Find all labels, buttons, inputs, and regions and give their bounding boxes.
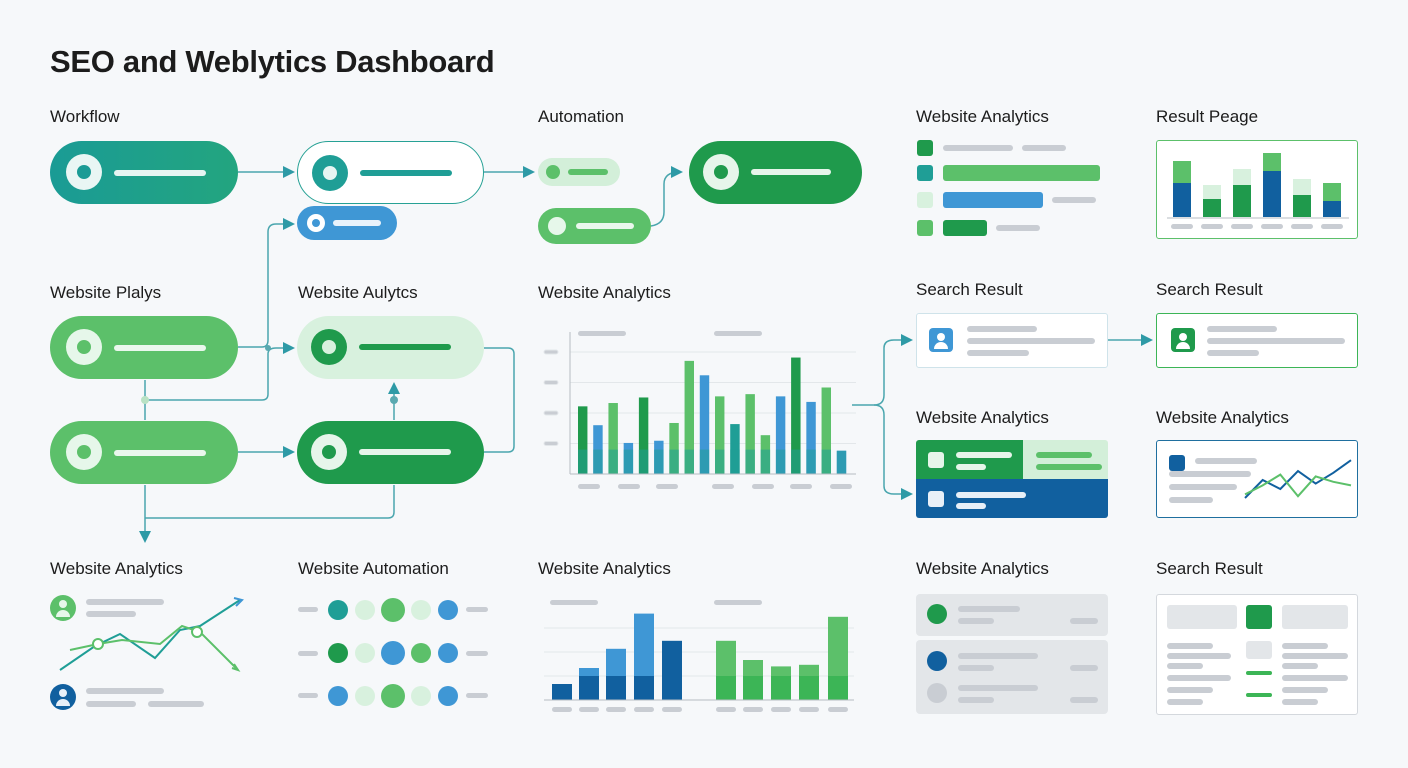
section-label-search-result-grid: Search Result (1156, 559, 1263, 578)
chart-bar (791, 357, 801, 474)
connector-line (852, 334, 913, 406)
user-icon (1171, 328, 1195, 352)
chart-bar (775, 396, 786, 474)
analytics-line-chart (1244, 459, 1352, 499)
section-label-website-analytics-line: Website Analytics (1156, 408, 1289, 427)
analytics-split-card[interactable] (916, 440, 1108, 518)
chart-bar (578, 406, 588, 474)
website-aulytcs-node[interactable] (297, 316, 484, 379)
chart-bar (608, 403, 618, 474)
workflow-node-small[interactable] (297, 206, 397, 240)
search-result-card[interactable] (916, 313, 1108, 368)
section-label-result-peage: Result Peage (1156, 107, 1259, 126)
bottom-line-chart (59, 597, 244, 672)
page-title: SEO and Weblytics Dashboard (50, 44, 495, 79)
website-plalys-node[interactable] (50, 316, 238, 379)
website-analytics-bottom-bar-chart (544, 600, 854, 712)
chart-bar (638, 397, 649, 474)
section-label-search-result: Search Result (1156, 280, 1263, 299)
result-page-card[interactable] (1156, 140, 1358, 239)
section-label-website-aulytcs: Website Aulytcs (298, 283, 418, 302)
chart-bar (745, 394, 755, 474)
circle-dot-icon (312, 155, 348, 191)
chart-bar (669, 422, 679, 474)
workflow-node[interactable] (50, 141, 238, 204)
circle-dot-icon (703, 154, 739, 190)
circle-dot-icon (66, 329, 102, 365)
user-icon (50, 684, 76, 710)
search-result-grid-card[interactable] (1156, 594, 1358, 715)
connector-line (484, 347, 515, 453)
chart-bar (821, 387, 831, 474)
user-icon (50, 595, 76, 621)
automation-node-main[interactable] (689, 141, 862, 204)
chart-bar (730, 424, 740, 474)
result-mini-bars (1167, 153, 1349, 229)
section-label-website-plalys: Website Plalys (50, 283, 162, 302)
section-label-workflow: Workflow (50, 107, 120, 126)
circle-dot-icon (66, 154, 102, 190)
workflow-node[interactable] (50, 421, 238, 484)
section-label-website-automation: Website Automation (298, 559, 449, 578)
search-result-card[interactable] (1156, 313, 1358, 368)
section-label-website-analytics: Website Analytics (916, 107, 1049, 126)
section-label-website-analytics-bottom-chart: Website Analytics (538, 559, 671, 578)
section-label-search-result: Search Result (916, 280, 1023, 299)
section-label-automation: Automation (538, 107, 624, 126)
connector-line (145, 485, 395, 519)
automation-node-small[interactable] (538, 158, 620, 186)
website-automation-dots (298, 598, 488, 708)
circle-dot-icon (311, 434, 347, 470)
chart-bar (684, 360, 694, 474)
circle-dot-icon (66, 434, 102, 470)
website-analytics-bar-chart (543, 331, 856, 489)
chart-bar (806, 401, 816, 474)
connector-line (238, 218, 295, 348)
analytics-list-card[interactable] (916, 640, 1108, 714)
analytics-line-card[interactable] (1156, 440, 1358, 518)
user-icon (929, 328, 953, 352)
connector-line (650, 166, 683, 227)
section-label-website-analytics-list: Website Analytics (916, 559, 1049, 578)
connector-line (873, 404, 913, 500)
section-label-website-analytics-chart: Website Analytics (538, 283, 671, 302)
circle-dot-icon (311, 329, 347, 365)
line-series (1244, 459, 1352, 499)
section-label-website-analytics-split: Website Analytics (916, 408, 1049, 427)
chart-bar (715, 396, 725, 474)
chart-bar (699, 375, 710, 474)
connector-line (145, 342, 295, 401)
section-label-website-analytics-bottom: Website Analytics (50, 559, 183, 578)
workflow-node[interactable] (297, 141, 484, 204)
line-series (1244, 473, 1352, 498)
analytics-list-card[interactable] (916, 594, 1108, 636)
circle-dot-icon (307, 214, 325, 232)
workflow-node[interactable] (297, 421, 484, 484)
automation-node[interactable] (538, 208, 651, 244)
